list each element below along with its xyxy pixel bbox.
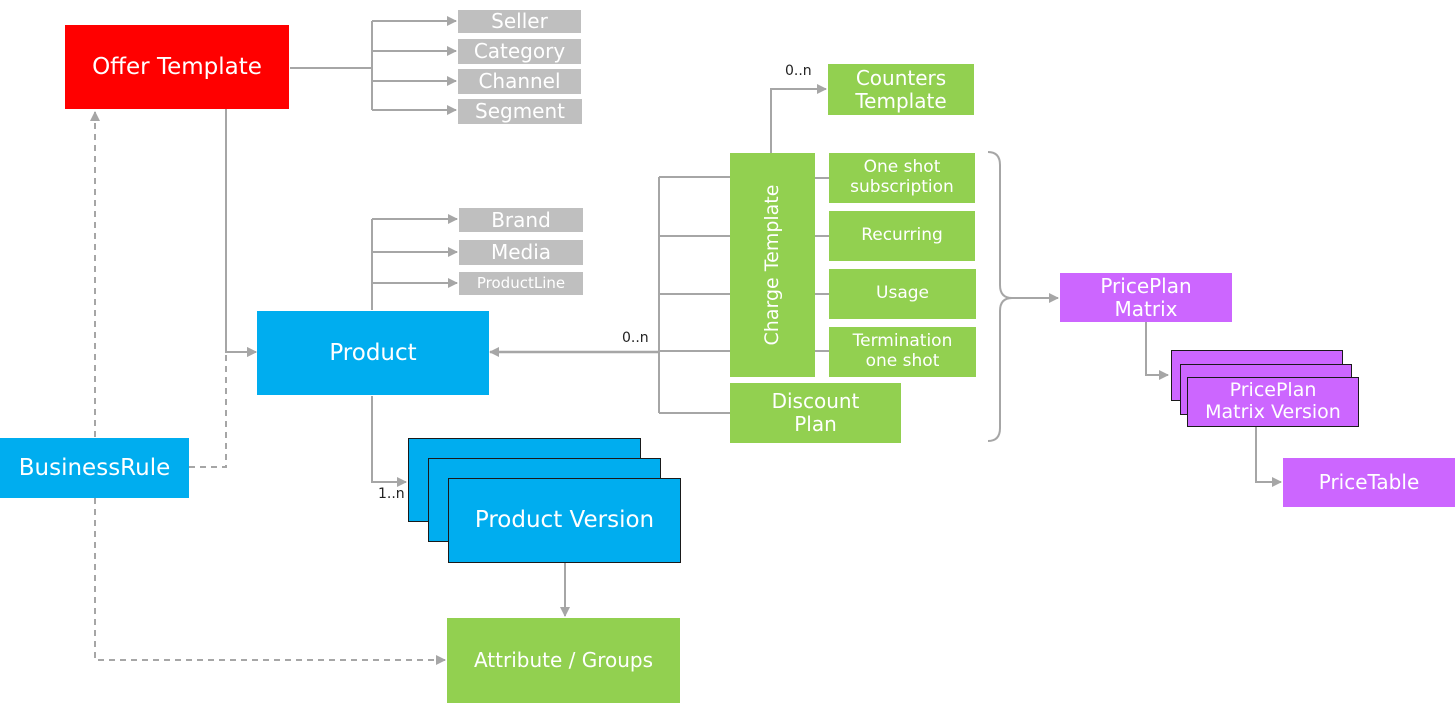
product-version-label: Product Version <box>474 507 655 534</box>
brand-label: Brand <box>491 207 551 232</box>
offer-template-box[interactable]: Offer Template <box>65 25 289 109</box>
seller-label: Seller <box>491 9 548 33</box>
offer-template-label: Offer Template <box>92 53 262 80</box>
charge-to-counters <box>770 84 827 153</box>
termination-line-2: one shot <box>865 351 940 371</box>
rule-to-product <box>189 347 257 468</box>
priceplan-matrix-line-1: PricePlan <box>1100 273 1192 298</box>
price-table-box[interactable]: PriceTable <box>1283 458 1455 507</box>
priceplan-matrix-box[interactable]: PricePlan Matrix <box>1060 273 1232 322</box>
category-box[interactable]: Category <box>458 39 581 64</box>
counters-multiplicity-label: 0..n <box>785 63 812 79</box>
charge-template-label: Charge Template <box>761 184 783 346</box>
seller-box[interactable]: Seller <box>458 10 581 33</box>
offer-to-product <box>225 109 257 357</box>
one-shot-subscription-line-1: One shot <box>863 157 941 178</box>
charges-brace <box>987 151 1013 442</box>
media-box[interactable]: Media <box>459 240 583 265</box>
product-version-box[interactable]: Product Version <box>448 478 681 563</box>
attribute-groups-label: Attribute / Groups <box>473 648 654 672</box>
version-to-pricetable <box>1255 427 1282 487</box>
charges-multiplicity-label: 0..n <box>622 330 649 346</box>
recurring-label: Recurring <box>861 225 943 246</box>
product-to-version <box>371 396 407 487</box>
channel-label: Channel <box>478 69 561 93</box>
rule-to-attributes <box>94 498 446 665</box>
priceplan-matrix-version-line-1: PricePlan <box>1229 379 1317 402</box>
attribute-groups-box[interactable]: Attribute / Groups <box>447 618 680 703</box>
discount-plan-box[interactable]: Discount Plan <box>730 383 901 443</box>
one-shot-subscription-line-2: subscription <box>850 177 954 197</box>
priceplan-to-version <box>1145 322 1169 380</box>
priceplan-matrix-line-2: Matrix <box>1114 296 1178 321</box>
category-label: Category <box>473 39 566 63</box>
segment-label: Segment <box>475 99 565 123</box>
one-shot-subscription-box[interactable]: One shot subscription <box>829 153 975 203</box>
product-label: Product <box>329 339 417 366</box>
segment-box[interactable]: Segment <box>458 99 582 124</box>
business-rule-box[interactable]: BusinessRule <box>0 438 189 498</box>
counters-template-line-1: Counters <box>855 65 947 90</box>
discount-plan-line-2: Plan <box>794 412 837 436</box>
media-label: Media <box>490 240 552 264</box>
priceplan-matrix-version-box[interactable]: PricePlan Matrix Version <box>1187 377 1359 427</box>
business-rule-label: BusinessRule <box>18 454 171 481</box>
priceplan-matrix-version-line-2: Matrix Version <box>1205 401 1341 423</box>
charge-template-box[interactable] <box>730 153 815 377</box>
productline-label: ProductLine <box>476 273 566 292</box>
usage-label: Usage <box>876 283 929 304</box>
termination-one-shot-box[interactable]: Termination one shot <box>829 327 976 377</box>
productline-box[interactable]: ProductLine <box>459 272 583 295</box>
channel-box[interactable]: Channel <box>458 69 581 94</box>
counters-template-line-2: Template <box>855 88 947 113</box>
counters-template-box[interactable]: Counters Template <box>828 64 974 115</box>
termination-line-1: Termination <box>852 331 953 352</box>
discount-plan-line-1: Discount <box>771 389 860 413</box>
price-table-label: PriceTable <box>1318 470 1420 494</box>
usage-box[interactable]: Usage <box>829 269 976 319</box>
versions-multiplicity-label: 1..n <box>378 486 405 502</box>
brand-box[interactable]: Brand <box>459 208 583 232</box>
recurring-box[interactable]: Recurring <box>829 211 975 261</box>
product-box[interactable]: Product <box>257 311 489 395</box>
